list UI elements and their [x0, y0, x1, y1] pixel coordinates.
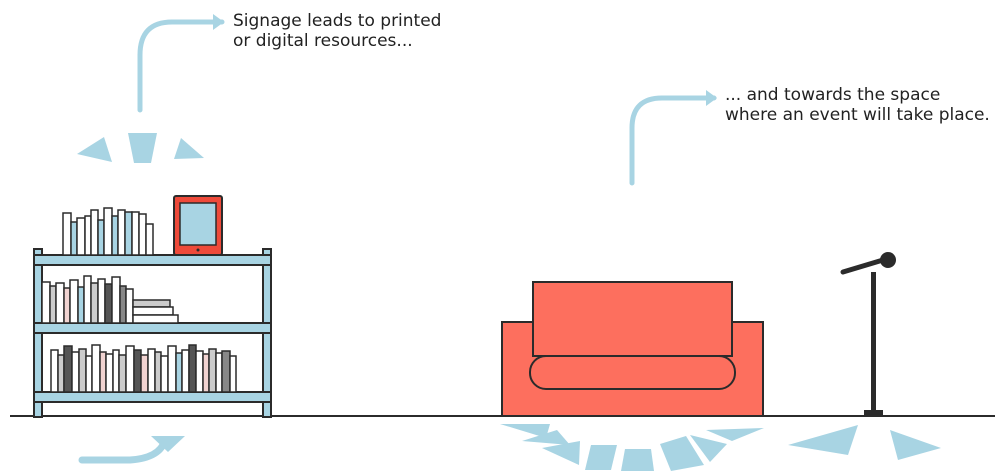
tablet-icon [174, 196, 222, 255]
resources-caption: Signage leads to printed or digital reso… [233, 11, 441, 51]
bookshelf-icon [34, 196, 271, 417]
event-caption-line1: ... and towards the space [725, 85, 990, 105]
event-caption-line2: where an event will take place. [725, 105, 990, 125]
microphone-icon [843, 252, 896, 416]
resources-caption-line2: or digital resources... [233, 31, 441, 51]
sofa-icon [502, 282, 763, 416]
signage-marker-icon [77, 133, 204, 163]
resources-caption-line1: Signage leads to printed [233, 11, 441, 31]
event-caption: ... and towards the space where an event… [725, 85, 990, 125]
arrow-up-right-icon [82, 436, 185, 460]
arrow-up-right-icon [140, 14, 224, 110]
signage-marker-icon [500, 424, 941, 471]
arrow-up-right-icon [632, 90, 717, 183]
